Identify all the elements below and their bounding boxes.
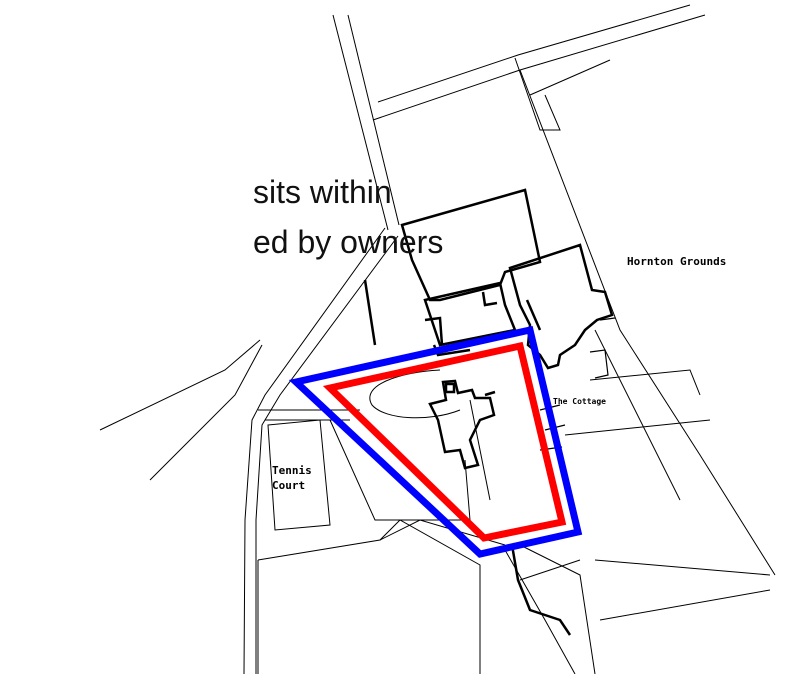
label-tennis-court-line-1: Tennis: [272, 464, 312, 477]
thin-boundary-lines: [99, 4, 776, 674]
blue-boundary-outline: [288, 325, 583, 558]
lower-track: [510, 544, 572, 636]
label-hornton-grounds: Hornton Grounds: [627, 255, 727, 268]
overlay-caption-line-1: sits within: [253, 174, 392, 210]
label-the-cottage: The Cottage: [553, 397, 606, 406]
overlay-caption-line-2: ed by owners: [253, 224, 444, 260]
overlay-caption: sits within ed by owners: [253, 167, 443, 267]
red-boundary-outline: [322, 341, 567, 542]
label-tennis-court: Tennis Court: [272, 463, 312, 493]
label-tennis-court-line-2: Court: [272, 479, 306, 492]
